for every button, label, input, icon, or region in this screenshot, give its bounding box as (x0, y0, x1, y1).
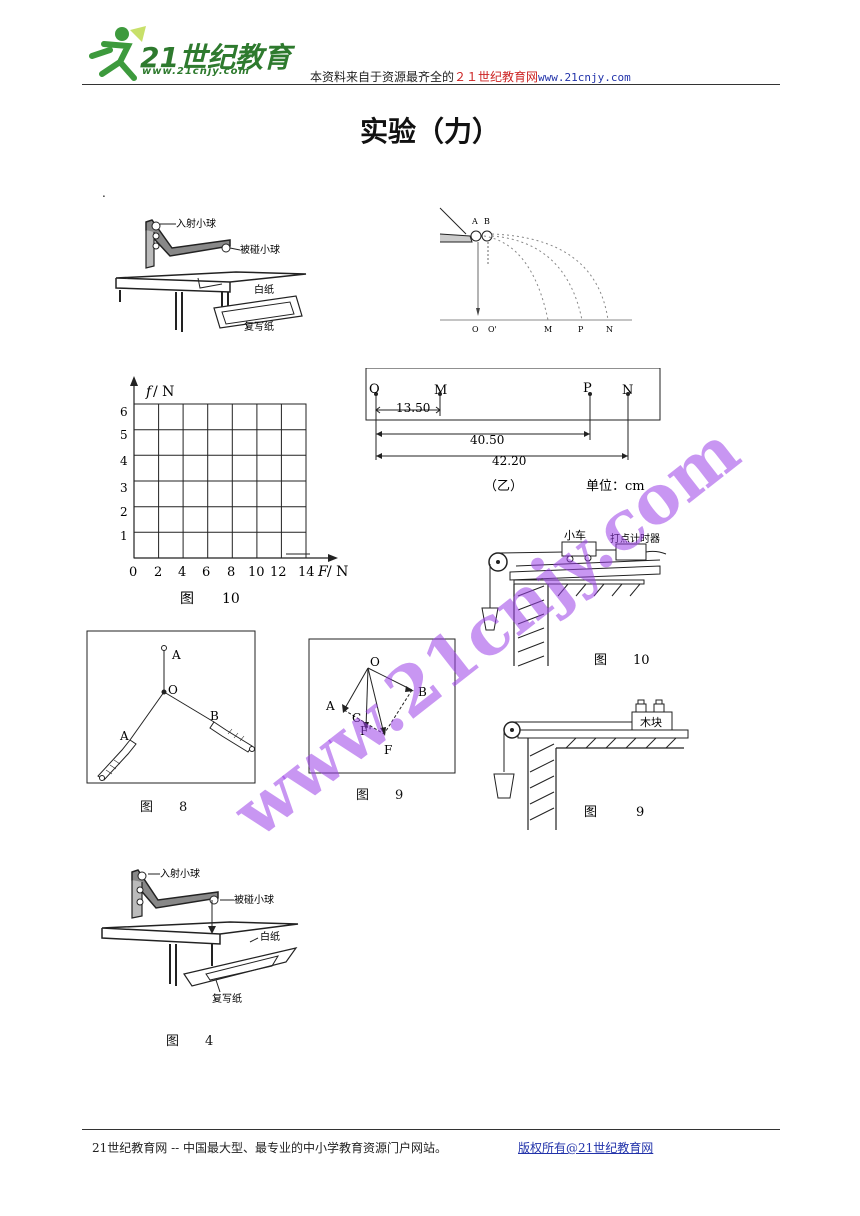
x-tick-4: 4 (178, 565, 186, 580)
fig9-label-C: C (352, 711, 361, 725)
x-tick-6: 6 (202, 565, 210, 580)
tick-N: N (606, 325, 613, 334)
tape-figure: O M P N 13.50 40.50 42.20 （乙） 单位：cm (365, 368, 661, 494)
dim-OP: 40.50 (470, 433, 504, 447)
tape-point-N: N (622, 383, 633, 398)
header-divider (82, 84, 780, 85)
runner-logo-icon (89, 26, 146, 81)
footer-divider (82, 1129, 780, 1130)
page-title: 实验（力） (359, 115, 500, 148)
tape-caption: （乙） (484, 479, 523, 494)
label-carbon-paper: 复写纸 (244, 320, 274, 333)
cart-caption: 图 10 (594, 653, 650, 668)
label-white-paper: 白纸 (254, 283, 274, 296)
graph-grid (133, 403, 307, 559)
fig8-label-A-scale: A (119, 729, 129, 743)
x-label-F: F (317, 564, 329, 580)
fig8-caption: 图 8 (140, 800, 188, 815)
force-figure-9: O A C B F' F (308, 638, 456, 774)
dim-ON: 42.20 (492, 454, 526, 468)
y-label-f: f (145, 384, 154, 400)
logo-text: 21世纪教育 (140, 41, 291, 74)
block-pulley-figure: 木块 图 9 (493, 699, 689, 830)
fig9-label-F-prime: F' (360, 724, 372, 738)
fig9-label-B: B (418, 685, 427, 699)
timer-label: 打点计时器 (610, 532, 660, 545)
header-note: 本资料来自于资源最齐全的２１世纪教育网www.21cnjy.com (310, 68, 631, 85)
y-tick-3: 3 (120, 481, 128, 495)
block-label: 木块 (640, 716, 662, 729)
block-caption: 图 9 (584, 805, 644, 820)
header-url-link[interactable]: www.21cnjy.com (538, 71, 631, 84)
header-note-prefix: 本资料来自于资源最齐全的 (310, 70, 455, 84)
label-incident-ball-4: 入射小球 (160, 867, 200, 880)
x-tick-0: 0 (129, 565, 137, 580)
label-B: B (484, 217, 490, 226)
footer-copyright-link[interactable]: 版权所有@21世纪教育网 (518, 1141, 654, 1155)
label-white-paper-4: 白纸 (260, 930, 280, 943)
x-tick-8: 8 (227, 565, 235, 580)
fig9-label-O: O (370, 655, 380, 669)
tick-O: O (472, 325, 479, 334)
label-target-ball: 被碰小球 (240, 243, 280, 256)
graph-caption: 图 10 (180, 591, 240, 607)
x-tick-2: 2 (154, 565, 162, 580)
tape-unit: 单位：cm (586, 479, 645, 494)
y-tick-6: 6 (120, 405, 128, 419)
stray-dot: . (102, 186, 106, 200)
fig8-label-B: B (210, 709, 219, 723)
collision-apparatus-drawing: 入射小球 被碰小球 白纸 复写纸 (115, 217, 307, 333)
cart-timer-figure: 小车 打点计时器 图 10 (481, 528, 667, 668)
dim-OM: 13.50 (396, 401, 430, 415)
tick-P: P (578, 325, 584, 334)
y-tick-2: 2 (120, 505, 128, 519)
collision-apparatus-figure-4: 入射小球 被碰小球 白纸 复写纸 (101, 867, 299, 1005)
fig8-label-A-top: A (171, 648, 181, 662)
label-target-ball-4: 被碰小球 (234, 893, 274, 906)
friction-graph-figure: f / N 6 5 4 3 2 1 0 2 4 6 8 10 12 14 F /… (120, 376, 348, 607)
y-tick-4: 4 (120, 454, 128, 468)
header-brand: ２１世纪教育网 (454, 70, 539, 84)
y-tick-1: 1 (120, 529, 128, 543)
x-label-unit: / N (327, 564, 348, 580)
tick-M: M (544, 325, 552, 334)
label-incident-ball: 入射小球 (176, 217, 216, 230)
force-figure-8: A O A B (86, 630, 256, 784)
fig9-label-F: F (384, 743, 392, 757)
logo-url: www.21cnjy.com (142, 66, 250, 77)
fig9-label-A: A (325, 699, 335, 713)
tick-O-prime: O' (488, 325, 497, 334)
tape-point-P: P (583, 381, 592, 396)
fig9-caption: 图 9 (356, 788, 404, 803)
trajectory-figure: A B O O' M P N (439, 207, 632, 334)
cart-label: 小车 (564, 528, 586, 542)
tape-point-O: O (369, 382, 380, 397)
fig4-caption: 图 4 (166, 1034, 214, 1049)
x-tick-14: 14 (298, 565, 315, 580)
x-tick-12: 12 (270, 565, 287, 580)
x-tick-10: 10 (248, 565, 265, 580)
y-tick-5: 5 (120, 428, 128, 442)
footer-text: 21世纪教育网 -- 中国最大型、最专业的中小学教育资源门户网站。 (92, 1141, 448, 1155)
label-A: A (471, 217, 478, 226)
label-carbon-paper-4: 复写纸 (212, 992, 242, 1005)
y-label-unit: / N (153, 384, 174, 400)
tape-point-M: M (434, 383, 447, 398)
fig8-label-O: O (168, 683, 178, 697)
